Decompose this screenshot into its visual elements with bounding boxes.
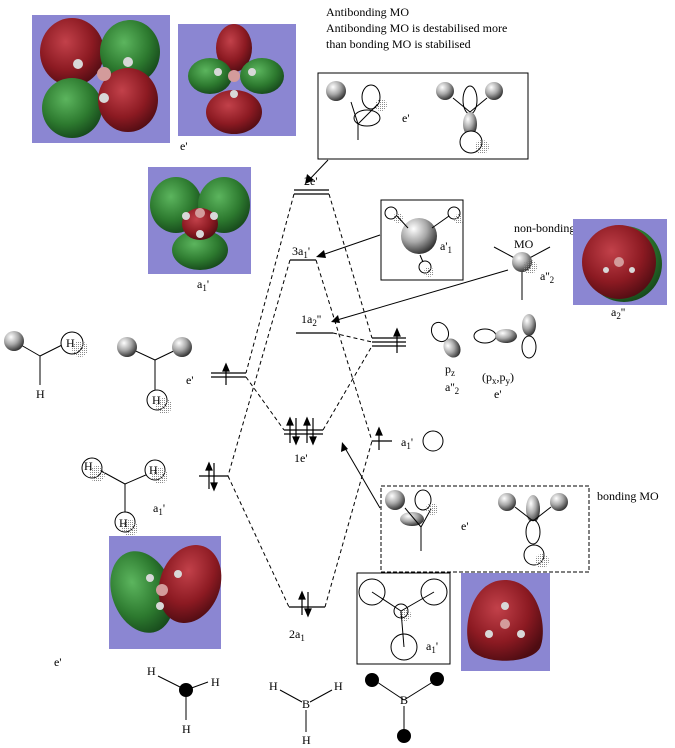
- a1-prime-boron-s-label: a1': [401, 435, 413, 451]
- a2-double-prime-box-label: a''2: [540, 269, 554, 285]
- h-atom-label: H: [147, 664, 156, 678]
- bonding-a1-prime-box: a1': [356, 572, 451, 665]
- render-e-prime-2: [178, 24, 296, 136]
- correlation-lines: [227, 193, 373, 608]
- boron-pxpy-orbitals: (px,py) e': [473, 314, 537, 401]
- bonding-e-prime-box: e': [380, 485, 590, 573]
- bonding-mo-label: bonding MO: [597, 489, 659, 503]
- pxpy-label: (px,py): [482, 370, 514, 386]
- b-fragment-black: B: [365, 672, 444, 743]
- b-atom-label: B: [302, 697, 310, 711]
- non-bonding-label: non-bonding: [514, 221, 575, 235]
- antibonding-note-line3: than bonding MO is stabilised: [326, 37, 471, 51]
- a1-prime-box-label: a'1: [440, 239, 452, 255]
- a1-prime-box-bottom-label: a1': [426, 639, 438, 655]
- arrow-to-1a2: [336, 269, 509, 321]
- level-2a1-label: 2a1: [289, 627, 305, 643]
- h-atom-label: H: [149, 463, 158, 477]
- a1-prime-h-group-label: a1': [153, 501, 165, 517]
- h-atom-label: H: [152, 393, 161, 407]
- h-atom-label: H: [36, 387, 45, 401]
- h-atom-label: H: [66, 336, 75, 350]
- electrons: [205, 327, 401, 618]
- a1-prime-render-label: a1': [197, 277, 209, 293]
- arrow-to-1e: [344, 447, 381, 509]
- e-prime-top-label: e': [180, 139, 188, 153]
- non-bonding-mo-label: MO: [514, 237, 534, 251]
- e-prime-h-group-label: e': [186, 373, 194, 387]
- render-e-prime-bonding: [109, 536, 222, 649]
- h-group-e-prime-b: H e': [117, 337, 194, 414]
- antibonding-note-line2: Antibonding MO is destabilised more: [326, 21, 507, 35]
- h-atom-label: H: [211, 675, 220, 689]
- level-1e-label: 1e': [294, 451, 308, 465]
- h-atom-label: H: [119, 516, 128, 530]
- h-atom-label: H: [182, 722, 191, 736]
- bh3-fragment: H H H B: [269, 679, 343, 747]
- boron-s-orbital: a1': [401, 430, 444, 452]
- h3-fragment: H H H: [147, 664, 220, 736]
- pz-symmetry-label: a''2: [445, 380, 459, 396]
- antibonding-e-prime-box: e': [317, 72, 529, 160]
- boron-pz-orbital: pz a''2: [430, 321, 461, 396]
- antibonding-note-line1: Antibonding MO: [326, 5, 409, 19]
- b-atom-label: B: [400, 693, 408, 707]
- pz-label: pz: [445, 362, 455, 378]
- e-prime-box-bottom-label: e': [461, 519, 469, 533]
- e-prime-box-top-label: e': [402, 111, 410, 125]
- level-2e-label: 2e': [304, 174, 318, 188]
- render-a1-prime-bonding: [461, 573, 550, 671]
- h-atom-label: H: [302, 733, 311, 747]
- arrow-to-2e: [308, 159, 329, 181]
- arrow-to-3a1: [321, 234, 381, 256]
- h-group-e-prime-a: H H: [4, 331, 88, 401]
- h-atom-label: H: [334, 679, 343, 693]
- h-atom-label: H: [269, 679, 278, 693]
- mo-levels: [199, 189, 406, 608]
- render-a2-double-prime: [573, 219, 667, 305]
- render-a1-prime: [148, 167, 251, 274]
- level-3a1-label: 3a1': [292, 244, 310, 260]
- a2-double-prime-render-label: a2'': [611, 305, 625, 321]
- pxpy-symmetry-label: e': [494, 387, 502, 401]
- render-e-prime-1: [32, 15, 170, 143]
- e-prime-bottom-render-label: e': [54, 655, 62, 669]
- h-atom-label: H: [84, 459, 93, 473]
- level-1a2-label: 1a2'': [301, 312, 321, 328]
- h-group-a1-prime: H H H a1': [81, 457, 168, 536]
- a2-double-prime-fragment: a''2: [493, 246, 554, 300]
- a1-prime-box: a'1: [380, 199, 464, 281]
